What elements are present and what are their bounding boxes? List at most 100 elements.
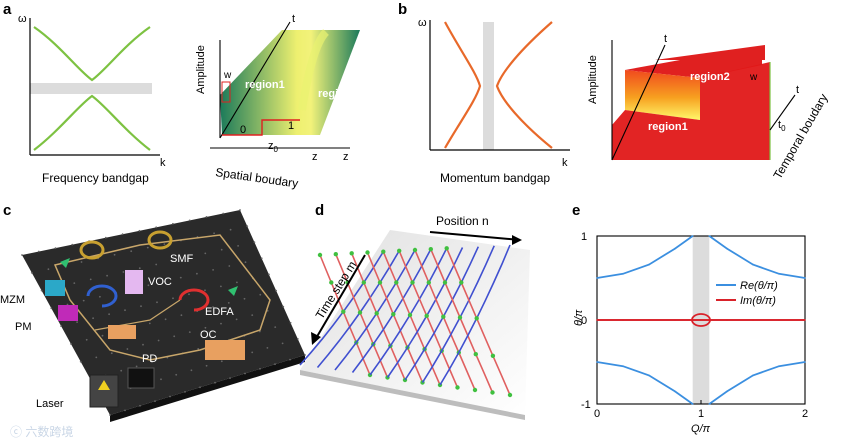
table-hole	[155, 226, 158, 229]
lattice-node	[444, 246, 449, 251]
table-hole	[113, 253, 116, 256]
table-hole	[229, 377, 231, 379]
time-arrowhead	[311, 332, 321, 345]
lattice-node	[428, 247, 433, 252]
z-label-inner: z	[312, 151, 318, 163]
table-hole	[71, 243, 74, 246]
series-point	[622, 365, 624, 368]
table-holes	[21, 209, 306, 416]
table-hole	[260, 257, 263, 260]
series-point	[752, 374, 754, 377]
table-hole	[296, 338, 299, 340]
table-hole	[47, 268, 50, 271]
table-hole	[188, 331, 191, 333]
table-hole	[156, 301, 158, 304]
panel-b-dispersion: ω k Momentum bandgap	[418, 17, 570, 185]
table-hole	[251, 314, 254, 316]
lattice-mesh	[299, 244, 513, 398]
series-point	[752, 263, 754, 266]
lower-band-curve	[33, 94, 151, 151]
table-hole	[147, 284, 150, 287]
table-hole	[89, 278, 92, 281]
table-hole	[79, 360, 82, 363]
table-hole	[169, 395, 171, 398]
mzm-label: MZM	[0, 294, 25, 306]
t-label: t	[292, 13, 295, 25]
table-hole	[304, 354, 306, 356]
lattice-node	[407, 312, 413, 318]
table-hole	[163, 280, 166, 283]
table-hole	[130, 250, 133, 253]
zero-label: 0	[240, 124, 246, 136]
table-hole	[76, 321, 78, 323]
laser-box	[89, 374, 119, 408]
lattice-node	[455, 385, 460, 390]
table-hole	[205, 364, 208, 367]
lattice-node	[474, 316, 479, 321]
panel-d-lattice: Position n Time step m	[299, 214, 530, 420]
x-axis-label: Q/π	[691, 423, 711, 435]
frequency-bandgap-caption: Frequency bandgap	[42, 171, 149, 185]
pm-box	[58, 305, 78, 321]
lattice-node	[377, 280, 383, 285]
table-hole	[204, 326, 207, 329]
im-loop	[691, 313, 711, 327]
series-point	[752, 319, 754, 321]
fiber-spool-left	[79, 240, 105, 260]
b-w-label: w	[749, 72, 758, 83]
table-hole	[274, 326, 277, 328]
table-hole	[138, 229, 141, 232]
table-hole	[146, 246, 149, 249]
mzm-box	[45, 280, 65, 296]
table-hole	[199, 386, 201, 389]
optical-table	[22, 210, 305, 415]
pd-label: PD	[142, 353, 157, 365]
z-label: z	[343, 151, 349, 163]
table-hole	[184, 391, 186, 393]
b-k-label: k	[562, 157, 568, 169]
table-hole	[212, 269, 215, 271]
series-point	[778, 273, 780, 275]
w-bracket	[221, 81, 231, 103]
series-point	[622, 273, 624, 275]
table-hole	[30, 271, 33, 274]
pm-label: PM	[15, 321, 32, 333]
legend-re-label: Re(θ/π)	[740, 280, 778, 292]
position-label: Position n	[436, 214, 489, 228]
lattice-node	[457, 315, 463, 320]
table-hole	[204, 289, 206, 292]
lattice-floor	[300, 230, 530, 415]
laser-warning-icon	[98, 380, 110, 390]
table-hole	[142, 343, 144, 346]
table-hole	[275, 289, 277, 292]
lattice-node	[394, 280, 399, 285]
table-hole	[266, 347, 269, 349]
table-hole	[237, 245, 240, 247]
panel-d-letter: d	[315, 202, 324, 219]
table-hole	[214, 381, 216, 384]
oc-label: OC	[200, 329, 217, 341]
table-hole	[289, 358, 291, 361]
k-label: k	[160, 157, 166, 169]
voc-box	[125, 270, 143, 294]
region2-top	[625, 60, 762, 78]
lattice-node	[424, 313, 429, 318]
momentum-gap-band	[483, 22, 494, 150]
table-hole	[106, 274, 108, 277]
table-hole	[171, 259, 174, 262]
position-arrowhead	[512, 235, 522, 245]
lattice-node	[381, 249, 386, 254]
table-hole	[175, 373, 178, 376]
panel-c-letter: c	[3, 202, 11, 219]
table-hole	[259, 367, 261, 370]
table-hole	[154, 400, 156, 403]
lattice-node	[349, 251, 354, 256]
x-tick-label: 0	[594, 408, 600, 420]
table-hole	[235, 318, 238, 321]
series-point	[804, 277, 806, 279]
t0-label: t0	[778, 119, 786, 133]
table-hole	[204, 252, 207, 255]
